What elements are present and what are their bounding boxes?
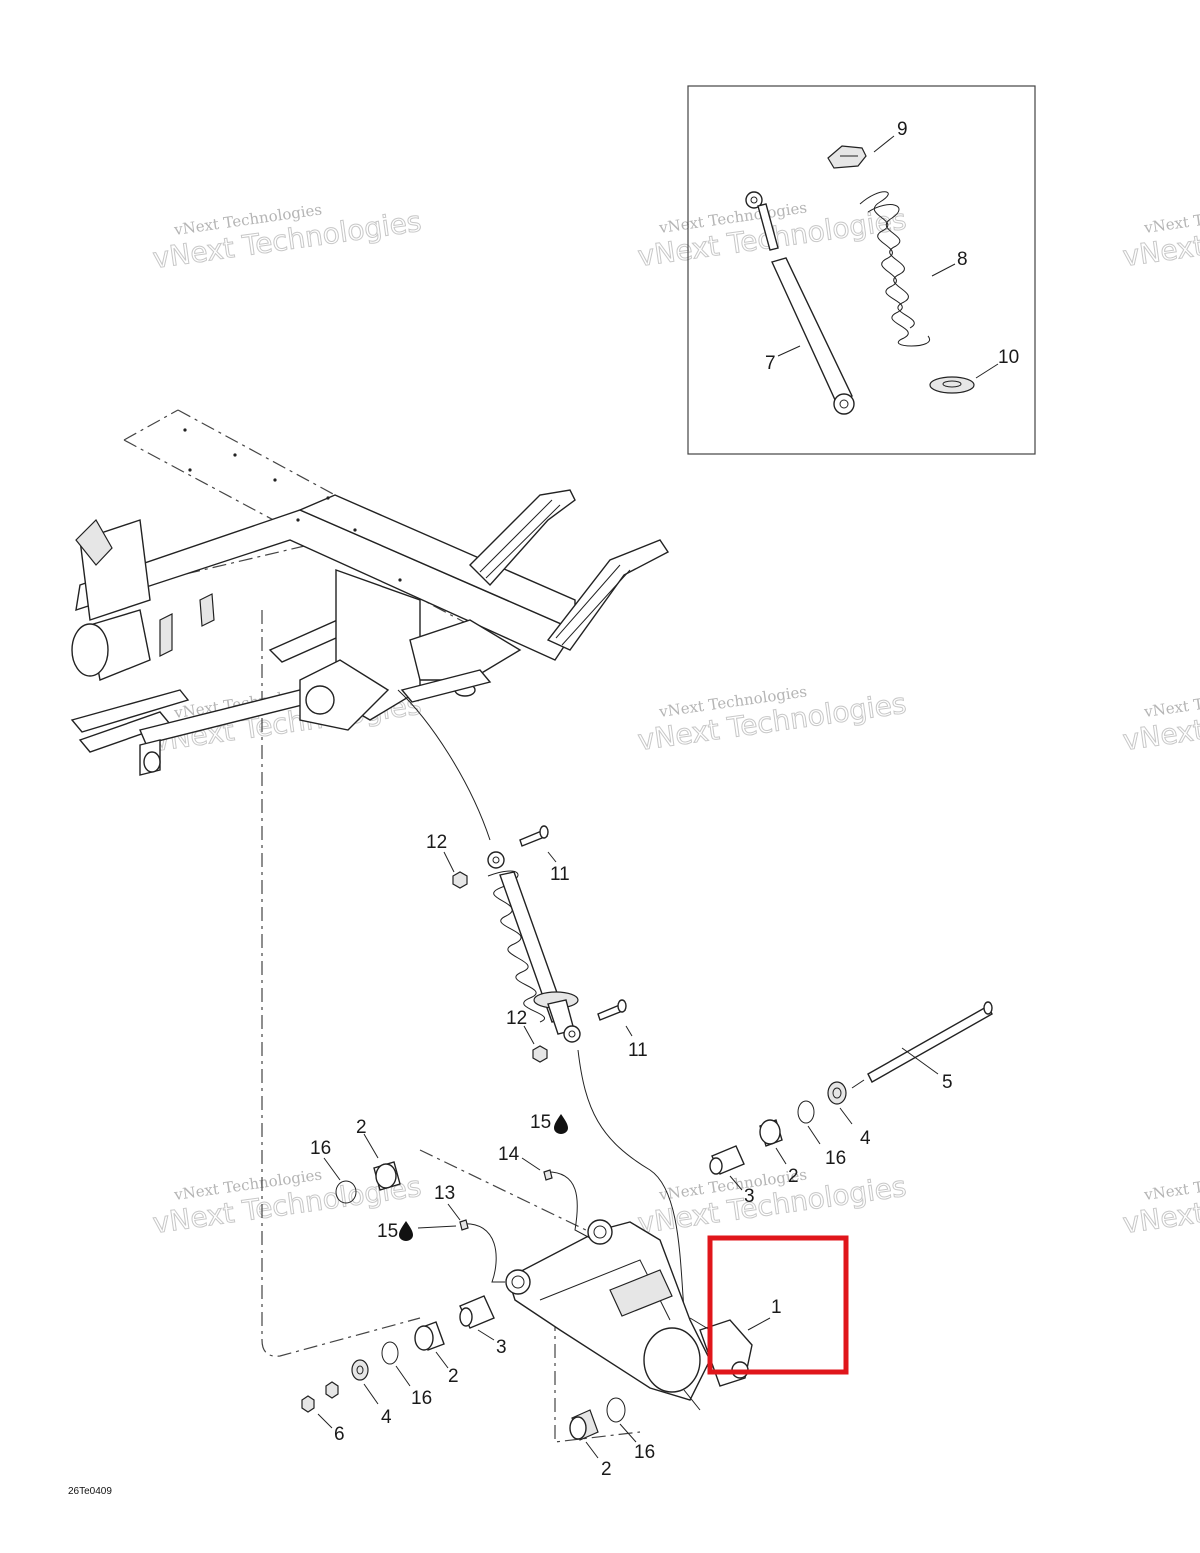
leader-part-1 xyxy=(747,1317,771,1331)
callout-12: 12 xyxy=(426,832,447,853)
watermark: vNext Technologies vNext Technologies xyxy=(1120,682,1200,757)
callout-9: 9 xyxy=(897,119,908,140)
callout-15-lubricant: 15 xyxy=(377,1221,413,1242)
diagram-reference-code: 26Te0409 xyxy=(68,1486,112,1497)
callout-3: 3 xyxy=(744,1186,755,1207)
callout-2: 2 xyxy=(356,1117,367,1138)
oil-drop-icon xyxy=(554,1114,568,1134)
highlight-box xyxy=(707,1235,849,1375)
callout-3: 3 xyxy=(496,1337,507,1358)
watermark: vNext Technologies vNext Technologies xyxy=(635,1165,909,1240)
swing-arm xyxy=(505,1219,753,1411)
watermark: vNext Technologies vNext Technologies xyxy=(1120,198,1200,273)
watermark: vNext Technologies vNext Technologies xyxy=(150,200,424,275)
watermark: vNext Technologies vNext Technologies xyxy=(635,682,909,757)
pivot-hardware-upper-left xyxy=(323,1133,591,1283)
coil-spring xyxy=(859,191,931,347)
callout-5: 5 xyxy=(942,1072,953,1093)
callout-16: 16 xyxy=(634,1442,655,1463)
callout-16: 16 xyxy=(310,1138,331,1159)
pivot-hardware-lower-left xyxy=(301,1295,637,1459)
vehicle-frame xyxy=(70,409,670,1443)
callout-2: 2 xyxy=(788,1166,799,1187)
watermark: vNext Technologies vNext Technologies xyxy=(1120,1165,1200,1240)
pivot-hardware-right xyxy=(709,1001,993,1191)
spring-seat xyxy=(929,376,975,394)
shock-detail-inset xyxy=(687,85,1036,455)
oil-drop-icon xyxy=(399,1221,413,1241)
callout-16: 16 xyxy=(825,1148,846,1169)
shock-absorber xyxy=(745,191,855,415)
callout-7: 7 xyxy=(765,353,776,374)
callout-15-lubricant: 15 xyxy=(530,1112,568,1134)
callout-2: 2 xyxy=(601,1459,612,1480)
spring-retainer-cap xyxy=(827,145,867,169)
callout-4: 4 xyxy=(860,1128,871,1149)
callout-6: 6 xyxy=(334,1424,345,1445)
callout-11: 11 xyxy=(628,1040,648,1061)
callout-16: 16 xyxy=(411,1388,432,1409)
callout-13: 13 xyxy=(434,1183,455,1204)
callout-labels: 9 8 7 10 12 11 12 11 5 4 16 2 3 15 14 16… xyxy=(310,119,1019,1480)
rear-shock-assembly xyxy=(397,689,685,1311)
callout-8: 8 xyxy=(957,249,968,270)
callout-10: 10 xyxy=(998,347,1019,368)
callout-14: 14 xyxy=(498,1144,520,1165)
callout-1: 1 xyxy=(771,1297,782,1318)
callout-4: 4 xyxy=(381,1407,392,1428)
callout-12: 12 xyxy=(506,1008,527,1029)
callout-15: 15 xyxy=(377,1221,398,1242)
callout-11: 11 xyxy=(550,864,570,885)
callout-2: 2 xyxy=(448,1366,459,1387)
callout-15: 15 xyxy=(530,1112,551,1133)
